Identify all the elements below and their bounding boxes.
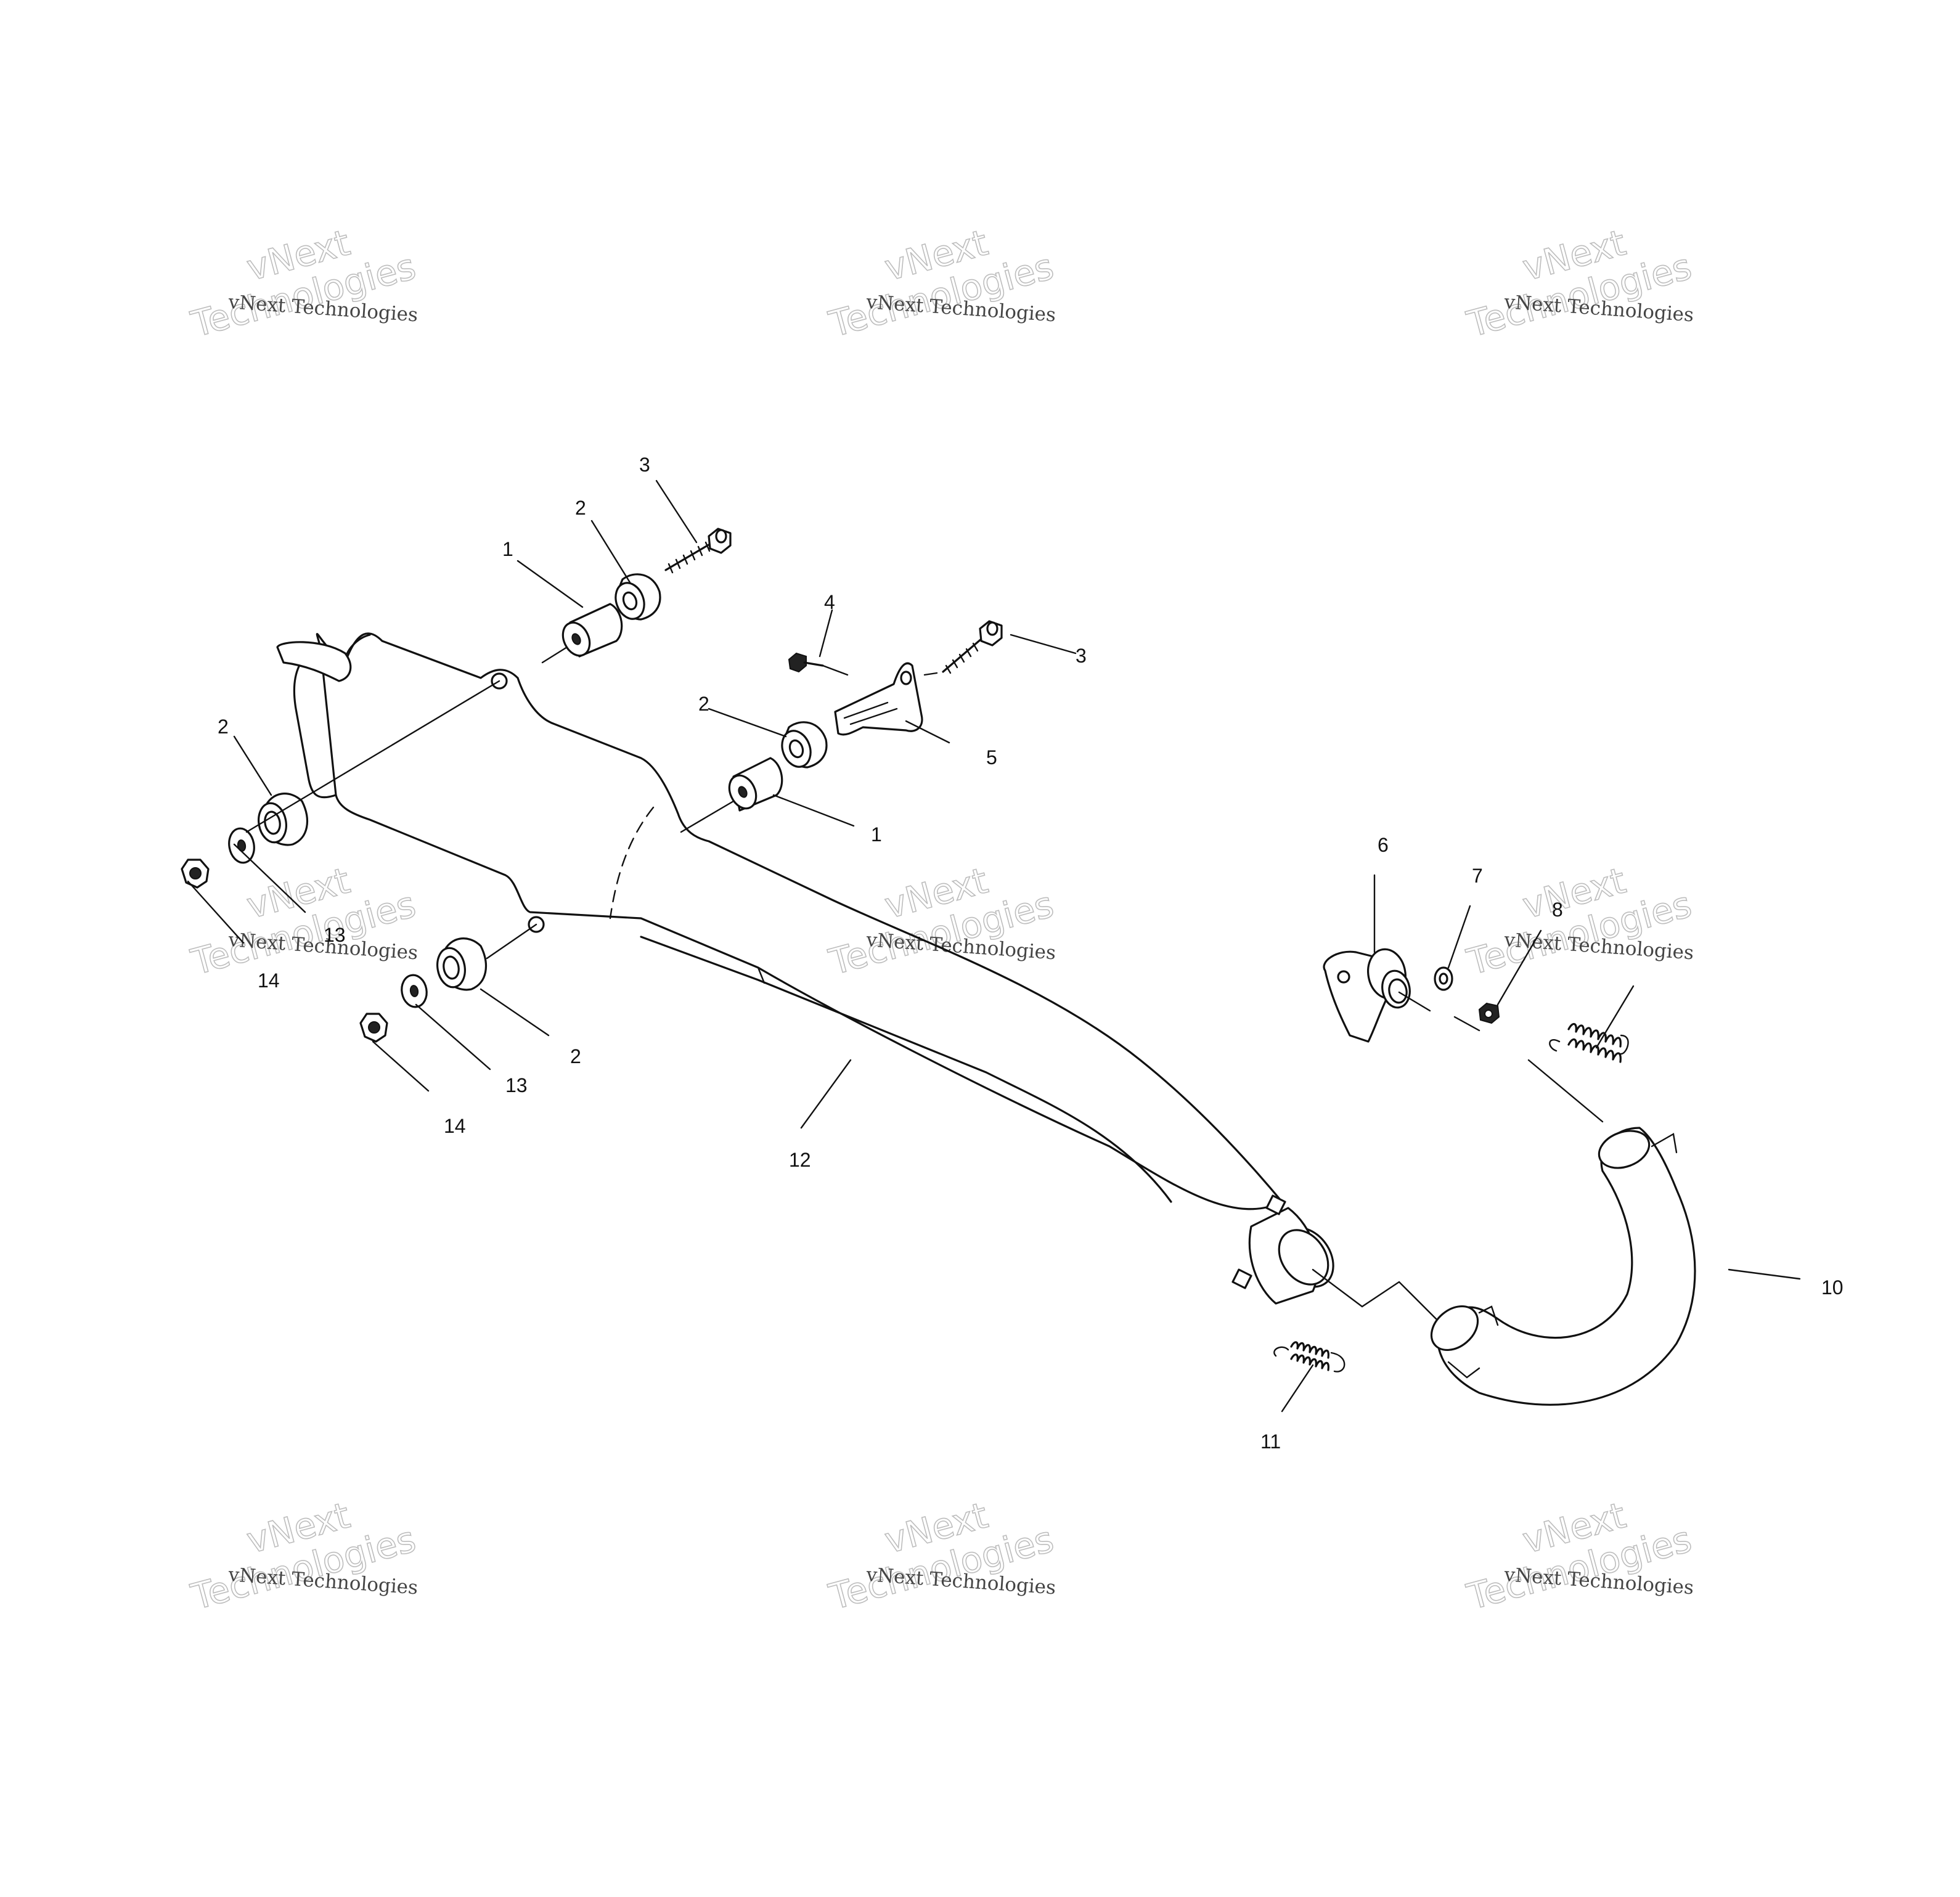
callout-7: 7 [1472,865,1483,887]
flat-washer [228,827,255,864]
callout-2: 2 [575,497,586,519]
callout-3: 3 [1076,645,1087,667]
gasket-washer [1434,966,1453,991]
flange-nut [1478,1002,1500,1024]
callout-13: 13 [505,1074,528,1096]
callout-13: 13 [324,924,346,946]
watermark: vNext Technologies vNext Technologies [824,221,1058,346]
exhaust-header-pipe [1430,1127,1696,1406]
leader-lines [187,479,1801,1413]
watermark: vNext Technologies vNext Technologies [1462,221,1696,346]
watermark: vNext Technologies vNext Technologies [186,1494,420,1619]
assembly-lines [245,646,1604,1320]
grommet [436,937,487,991]
watermark: vNext Technologies vNext Technologies [824,1494,1058,1619]
rubber-bushing [728,757,783,812]
lock-nut [359,1013,388,1043]
mounting-bolt [942,620,1003,674]
callout-10: 10 [1821,1276,1844,1299]
exhaust-spring [1273,1341,1345,1373]
grommet [781,721,828,769]
callout-12: 12 [789,1149,811,1171]
muffler-body [276,632,1334,1305]
callout-14: 14 [258,969,280,992]
flat-washer [401,974,428,1008]
callout-labels: 1 2 3 4 3 2 5 1 2 13 14 2 13 14 12 6 7 8… [218,454,1844,1453]
callout-2: 2 [570,1045,581,1067]
callout-6: 6 [1378,834,1389,856]
watermark: vNext Technologies vNext Technologies [1462,1494,1696,1619]
watermark: vNext Technologies vNext Technologies [186,859,420,984]
callout-4: 4 [824,591,835,613]
callout-2: 2 [218,716,229,738]
watermark: vNext Technologies vNext Technologies [824,859,1058,984]
mounting-bracket [834,662,923,736]
grommet [615,573,661,621]
rubber-bushing [561,603,623,658]
callout-14: 14 [444,1115,466,1137]
callout-5: 5 [986,746,997,769]
callout-1: 1 [871,823,882,846]
mounting-bolt [664,528,732,574]
watermark: vNext Technologies vNext Technologies [186,221,420,346]
callout-11: 11 [1260,1430,1281,1453]
exhaust-flange [1323,948,1411,1043]
lock-nut [181,859,210,889]
spring [1549,1022,1629,1063]
grommet [258,793,308,846]
callout-1: 1 [502,538,513,560]
callout-8: 8 [1552,899,1563,921]
bracket-screw [788,652,824,673]
callout-3: 3 [639,454,650,476]
callout-2: 2 [698,693,709,715]
watermark: vNext Technologies vNext Technologies [1462,859,1696,984]
